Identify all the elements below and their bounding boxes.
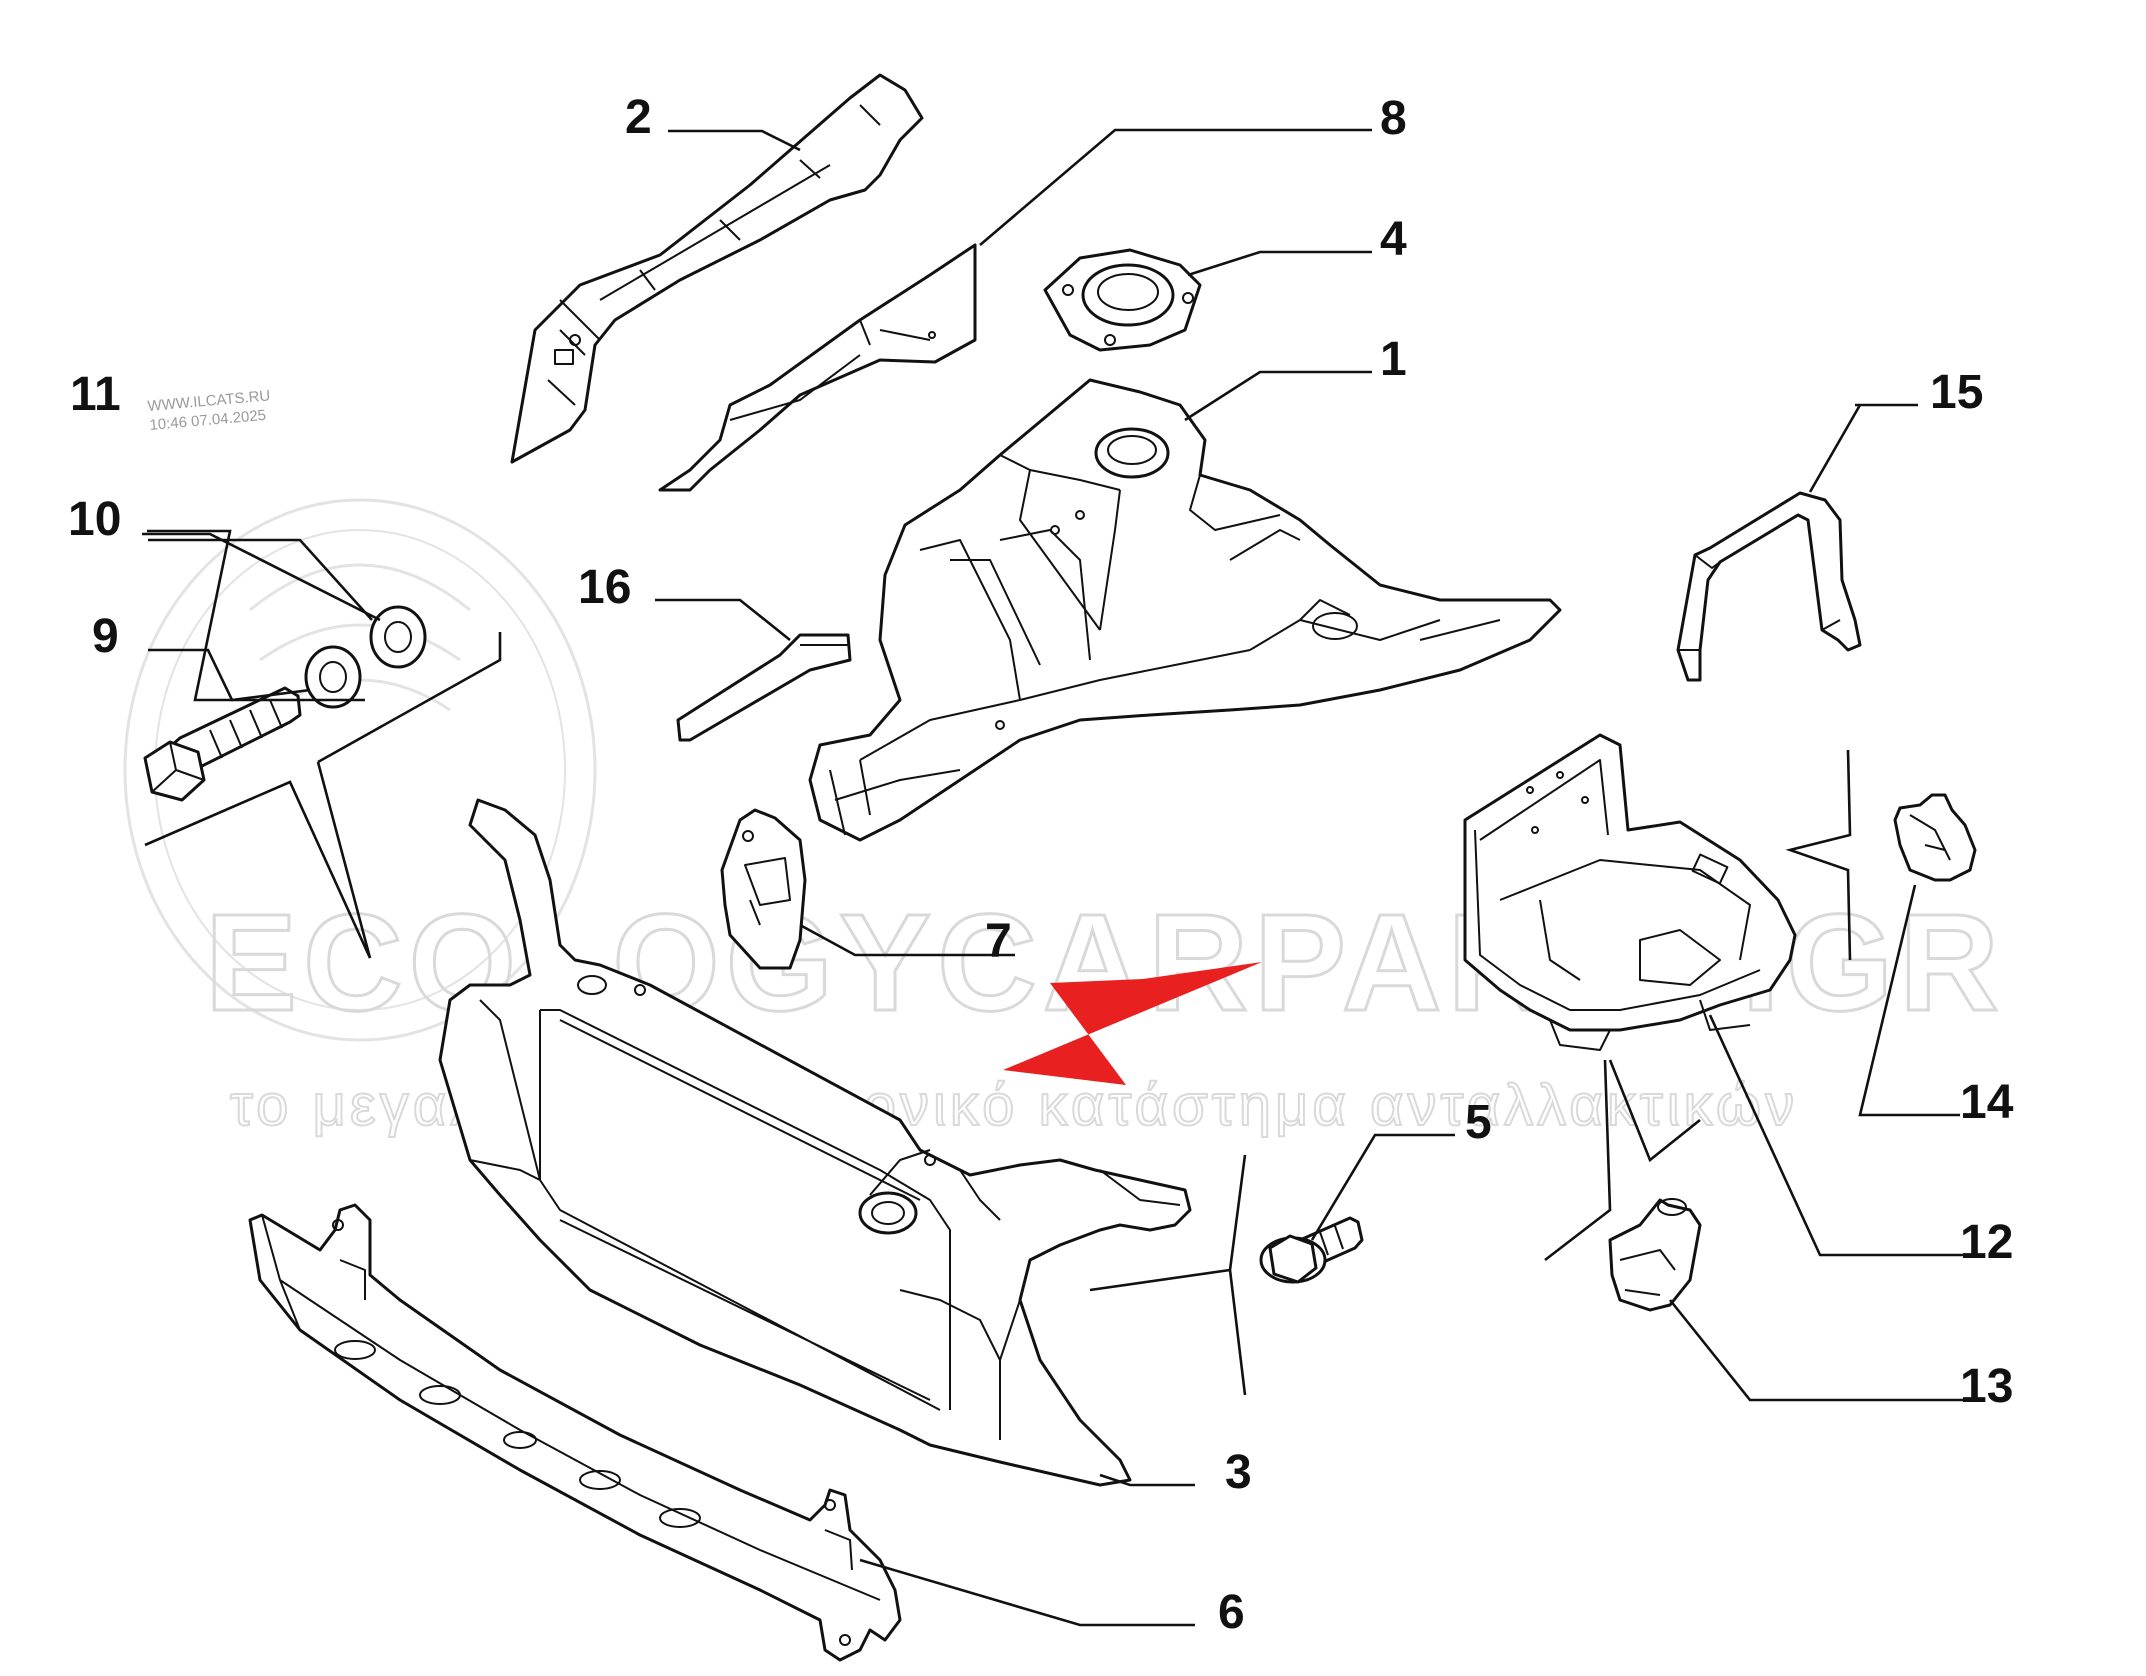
part-13-duct — [1608, 1198, 1702, 1312]
part-10-washer — [304, 645, 362, 709]
callout-16: 16 — [578, 561, 631, 614]
callout-2: 2 — [625, 91, 652, 144]
group-bracket-9-11 — [144, 632, 502, 959]
leader-lines — [142, 128, 1965, 1627]
highlight-arrow — [1003, 944, 1262, 1085]
group-bracket-14 — [1785, 749, 1852, 961]
callout-3: 3 — [1225, 1446, 1252, 1499]
callout-8: 8 — [1380, 92, 1407, 145]
part-6-bumper-beam — [248, 1203, 902, 1662]
part-7-gusset — [720, 808, 807, 970]
callout-7: 7 — [985, 915, 1012, 968]
part-14-clip — [1893, 793, 1977, 882]
part-4-strut-plate — [1043, 248, 1202, 352]
part-8-inner-panel — [658, 243, 977, 492]
callout-4: 4 — [1380, 213, 1407, 266]
group-bracket-5 — [1089, 1154, 1247, 1396]
callout-10: 10 — [68, 493, 121, 546]
group-bracket-12-13 — [1544, 1059, 1701, 1262]
part-1-side-member — [808, 378, 1562, 842]
callout-11: 11 — [70, 368, 121, 421]
callout-12: 12 — [1960, 1216, 2013, 1269]
callout-9: 9 — [92, 610, 119, 663]
callout-labels: 2 8 4 1 15 11 10 9 16 7 14 5 12 13 3 6 — [68, 91, 2014, 1639]
part-9-bolt — [143, 686, 302, 802]
part-12-battery-tray — [1463, 733, 1797, 1051]
part-11-washer — [369, 605, 427, 669]
callout-14: 14 — [1960, 1076, 2014, 1129]
part-3-radiator-support — [438, 798, 1192, 1487]
callout-13: 13 — [1960, 1360, 2013, 1413]
part-16-strip — [676, 633, 852, 742]
part-5-flange-bolt — [1259, 1216, 1364, 1284]
callout-1: 1 — [1380, 333, 1407, 386]
callout-6: 6 — [1218, 1586, 1245, 1639]
part-15-battery-bracket — [1676, 491, 1862, 682]
callout-15: 15 — [1930, 366, 1983, 419]
callout-5: 5 — [1465, 1096, 1492, 1149]
part-2-upper-rail — [510, 73, 924, 464]
